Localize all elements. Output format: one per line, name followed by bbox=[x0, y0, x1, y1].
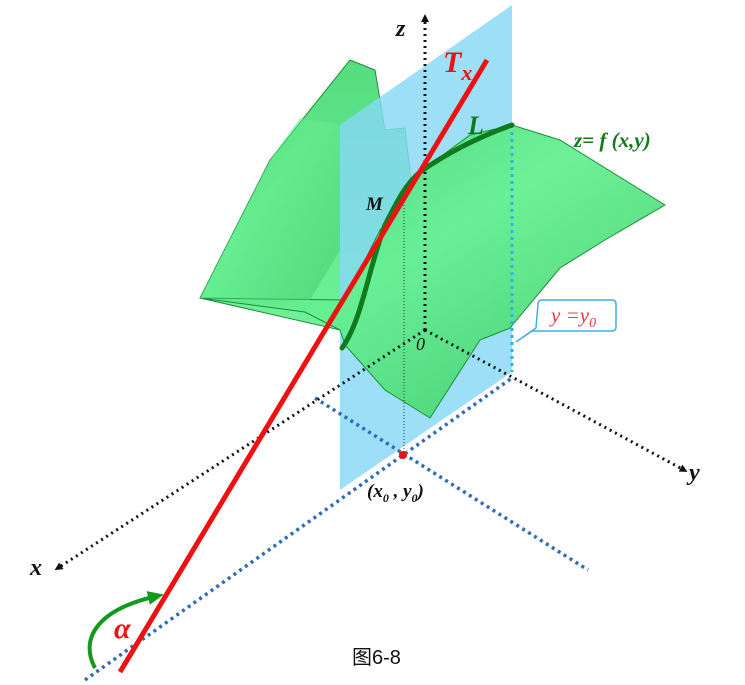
caption: 图6-8 bbox=[352, 647, 401, 669]
point-m-label: M bbox=[365, 194, 384, 215]
x-axis bbox=[54, 328, 426, 571]
tangent-label-sub: x bbox=[460, 60, 472, 85]
angle-label: α bbox=[114, 612, 131, 645]
point-label-mid: , y bbox=[389, 481, 412, 502]
surface-front-left bbox=[200, 118, 340, 300]
plane-equation-main: y =y bbox=[549, 303, 590, 327]
base-line-through-x0 bbox=[83, 376, 514, 682]
plane-callout bbox=[515, 299, 617, 343]
point-x0-y0-label: (x0 , y0) bbox=[367, 481, 424, 505]
point-label-sub1: 0 bbox=[412, 491, 418, 505]
plane-equation: y =y0 bbox=[549, 303, 596, 331]
curve-label: L bbox=[467, 111, 484, 140]
base-line-through-y0 bbox=[314, 396, 589, 572]
tangent-label-main: T bbox=[443, 46, 463, 79]
z-axis-label: z bbox=[395, 16, 406, 42]
tangent-label: Tx bbox=[443, 46, 472, 85]
plane-equation-sub: 0 bbox=[589, 316, 596, 331]
y-axis bbox=[424, 328, 688, 472]
point-x0-y0-dot bbox=[399, 451, 407, 459]
y-axis-label: y bbox=[686, 460, 700, 486]
point-label-close: ) bbox=[416, 481, 424, 502]
point-label-open: (x bbox=[367, 481, 383, 502]
x-axis-label: x bbox=[29, 555, 42, 581]
curve-L bbox=[339, 122, 515, 351]
surface-equation: z= f (x,y) bbox=[573, 128, 651, 152]
point-label-sub0: 0 bbox=[383, 491, 389, 505]
angle-arc bbox=[87, 591, 164, 669]
tangent-line bbox=[117, 58, 490, 674]
origin-label: 0 bbox=[416, 334, 425, 354]
